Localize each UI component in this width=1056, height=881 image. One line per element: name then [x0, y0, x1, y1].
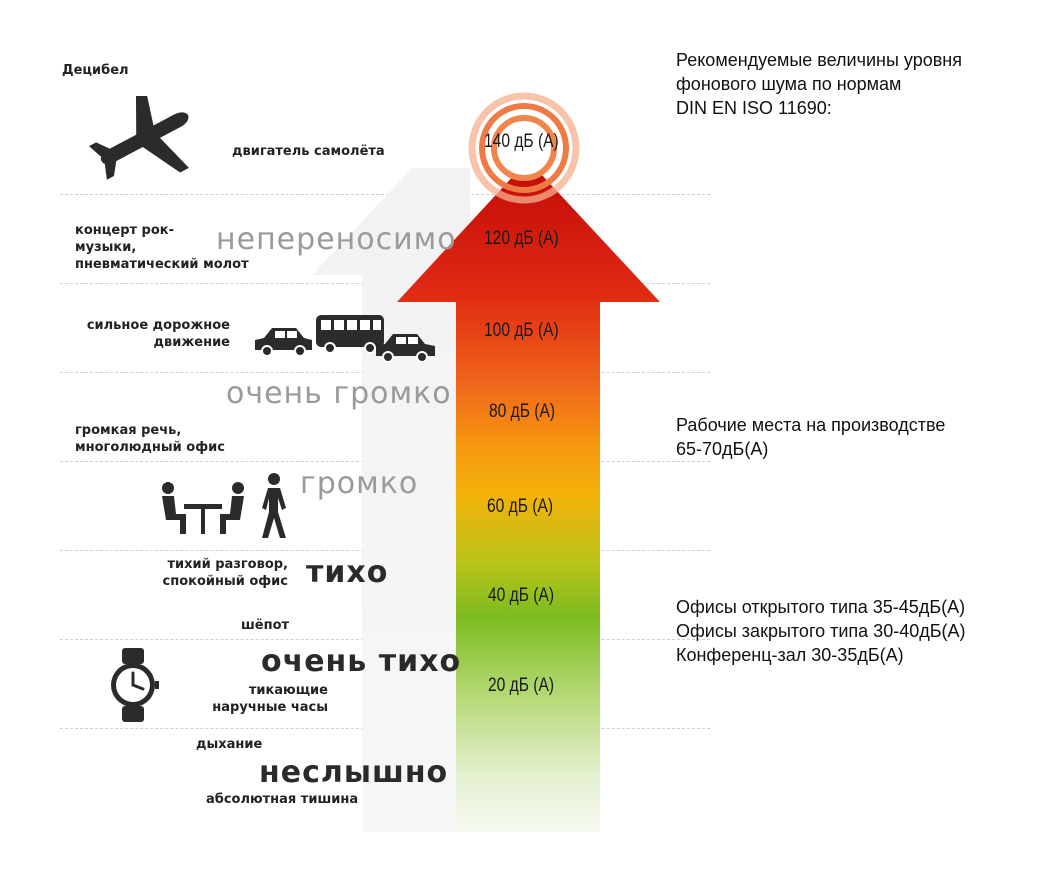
source-rock-concert: концерт рок- музыки, пневматический моло… [75, 223, 249, 272]
level-unbearable: непереносимо [216, 222, 457, 257]
industrial-note: Рабочие места на производстве 65-70дБ(А) [676, 415, 946, 459]
source-ticking-watch: тикающие наручные часы [212, 683, 328, 715]
bus-icon [316, 315, 384, 354]
airplane-icon [89, 96, 189, 180]
level-inaudible: неслышно [259, 755, 449, 790]
walking-person-icon [262, 473, 286, 538]
people-at-table-icon [162, 482, 244, 534]
source-quiet-conversation: тихий разговор, спокойный офис [162, 557, 289, 589]
scale-label: Децибел [62, 63, 129, 78]
office-note: Офисы открытого типа 35-45дБ(А) Офисы за… [676, 597, 966, 665]
level-quiet: тихо [306, 555, 389, 590]
db-value: 140 дБ (А) [484, 131, 559, 152]
level-very-quiet: очень тихо [261, 644, 462, 679]
heat-arrow [397, 160, 660, 832]
source-aircraft-engine: двигатель самолёта [232, 144, 385, 159]
db-value: 120 дБ (А) [484, 228, 559, 249]
source-breathing: дыхание [196, 737, 263, 752]
db-value: 20 дБ (А) [488, 675, 555, 696]
source-absolute-silence: абсолютная тишина [206, 792, 359, 807]
db-value: 80 дБ (А) [489, 401, 556, 422]
level-very-loud: очень громко [226, 376, 452, 411]
source-loud-speech: громкая речь, многолюдный офис [75, 423, 225, 455]
db-value: 40 дБ (А) [488, 585, 555, 606]
car-icon [376, 334, 435, 362]
norms-header: Рекомендуемые величины уровня фонового ш… [676, 50, 962, 118]
traffic-icons [255, 315, 435, 362]
source-whisper: шёпот [241, 618, 290, 633]
db-value: 100 дБ (А) [484, 320, 559, 341]
target-rings-icon [468, 92, 580, 204]
source-heavy-traffic: сильное дорожное движение [86, 318, 230, 350]
car-icon [255, 328, 312, 357]
background-arrow [312, 168, 470, 832]
divider [60, 194, 710, 195]
wristwatch-icon [111, 648, 159, 722]
db-value: 60 дБ (А) [487, 496, 554, 517]
level-loud: громко [300, 466, 419, 501]
